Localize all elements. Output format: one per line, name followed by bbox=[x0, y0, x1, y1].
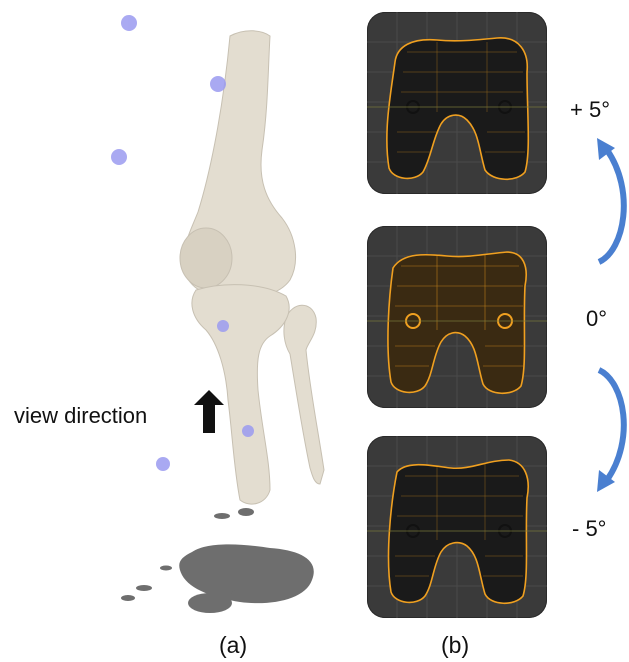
angle-label-minus-5: - 5° bbox=[572, 516, 606, 542]
angle-label-zero: 0° bbox=[586, 306, 607, 332]
fibula-bone bbox=[284, 305, 324, 484]
caption-b: (b) bbox=[441, 632, 469, 659]
up-arrow-icon bbox=[194, 390, 224, 433]
view-panel-zero bbox=[367, 226, 547, 408]
view-panel-minus-5 bbox=[367, 436, 547, 618]
patella-shape bbox=[180, 228, 232, 288]
floor-shadow bbox=[121, 508, 314, 613]
angle-label-plus-5: + 5° bbox=[570, 97, 610, 123]
rotate-up-arrow-icon bbox=[599, 150, 624, 262]
rotate-down-arrow-icon bbox=[599, 370, 624, 480]
knee-model-illustration bbox=[0, 0, 360, 620]
view-direction-label: view direction bbox=[14, 403, 147, 429]
caption-a: (a) bbox=[219, 632, 247, 659]
view-panel-plus-5 bbox=[367, 12, 547, 194]
